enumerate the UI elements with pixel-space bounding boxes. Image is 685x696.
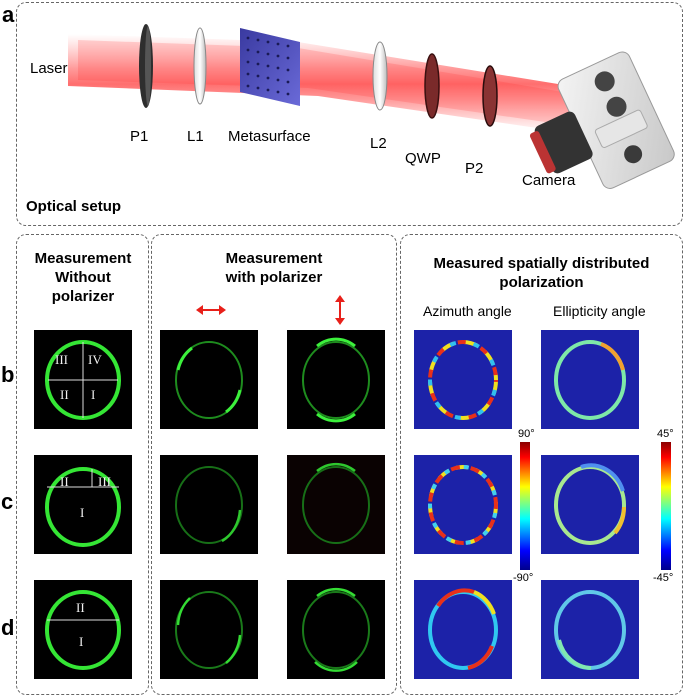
quadrant-label: II bbox=[60, 474, 69, 489]
intensity-image-b bbox=[34, 330, 132, 429]
header-line: Measurement bbox=[34, 250, 132, 267]
horizontal-polarizer-image-d bbox=[160, 580, 258, 679]
azimuth-map-d bbox=[414, 580, 512, 679]
without-polarizer-panel bbox=[16, 234, 149, 695]
optical-setup-illustration bbox=[68, 24, 675, 189]
polarizer-p2-icon bbox=[482, 65, 498, 127]
metasurface-icon bbox=[240, 28, 300, 106]
p2-label: P2 bbox=[465, 160, 484, 177]
horizontal-polarizer-arrow-icon bbox=[196, 305, 226, 315]
quadrant-label: III bbox=[55, 352, 68, 367]
header-line: Without bbox=[55, 269, 111, 286]
p1-label: P1 bbox=[130, 128, 149, 145]
optical-setup-title: Optical setup bbox=[26, 198, 122, 215]
vertical-polarizer-image-c bbox=[287, 455, 385, 554]
azimuth-map-c bbox=[414, 455, 512, 554]
row-label-c: c bbox=[1, 489, 14, 514]
spatial-polarization-panel bbox=[400, 234, 683, 695]
intensity-image-c bbox=[34, 455, 132, 554]
lens-l1-icon bbox=[193, 27, 207, 105]
ellipticity-map-c bbox=[541, 455, 639, 554]
ellipticity-angle-label: Ellipticity angle bbox=[553, 303, 646, 319]
intensity-image-d bbox=[34, 580, 132, 679]
ellipticity-map-b bbox=[541, 330, 639, 429]
vertical-polarizer-image-b bbox=[287, 330, 385, 429]
header-line: Measurement bbox=[225, 250, 323, 267]
header-line: Measured spatially distributed bbox=[433, 255, 650, 272]
quadrant-label: I bbox=[91, 387, 96, 402]
quadrant-label: II bbox=[60, 387, 69, 402]
lens-l2-icon bbox=[372, 41, 388, 111]
camera-label: Camera bbox=[522, 172, 576, 189]
ellipticity-colorbar-max: 45° bbox=[657, 428, 674, 440]
metasurface-label: Metasurface bbox=[228, 128, 311, 145]
row-label-d: d bbox=[1, 615, 15, 640]
header-line: polarizer bbox=[51, 288, 115, 305]
vertical-polarizer-image-d bbox=[287, 580, 385, 679]
horizontal-polarizer-image-c bbox=[160, 455, 258, 554]
quadrant-label: I bbox=[79, 634, 84, 649]
ellipticity-colorbar bbox=[661, 442, 671, 570]
vertical-polarizer-arrow-icon bbox=[335, 295, 345, 325]
quadrant-label: I bbox=[80, 505, 85, 520]
panel-label-a: a bbox=[2, 2, 15, 27]
horizontal-polarizer-image-b bbox=[160, 330, 258, 429]
camera-icon bbox=[529, 51, 675, 189]
laser-label: Laser bbox=[30, 60, 68, 77]
l2-label: L2 bbox=[370, 135, 387, 152]
header-line: with polarizer bbox=[225, 269, 323, 286]
azimuth-map-b bbox=[414, 330, 512, 429]
azimuth-colorbar bbox=[520, 442, 530, 570]
without-polarizer-header: Measurement Without polarizer bbox=[18, 249, 148, 306]
with-polarizer-header: Measurement with polarizer bbox=[153, 249, 395, 287]
spatial-polarization-header: Measured spatially distributed polarizat… bbox=[402, 254, 681, 292]
with-polarizer-panel bbox=[151, 234, 397, 695]
l1-label: L1 bbox=[187, 128, 204, 145]
ellipticity-colorbar-min: -45° bbox=[653, 572, 674, 584]
azimuth-colorbar-min: -90° bbox=[513, 572, 534, 584]
quarter-wave-plate-icon bbox=[424, 53, 440, 119]
quadrant-label: II bbox=[76, 600, 85, 615]
azimuth-angle-label: Azimuth angle bbox=[423, 303, 512, 319]
qwp-label: QWP bbox=[405, 150, 441, 167]
azimuth-colorbar-max: 90° bbox=[518, 428, 535, 440]
quadrant-label: III bbox=[98, 474, 111, 489]
ellipticity-map-d bbox=[541, 580, 639, 679]
header-line: polarization bbox=[499, 274, 584, 291]
row-label-b: b bbox=[1, 362, 15, 387]
quadrant-label: IV bbox=[88, 352, 102, 367]
optical-setup-panel bbox=[16, 2, 683, 226]
